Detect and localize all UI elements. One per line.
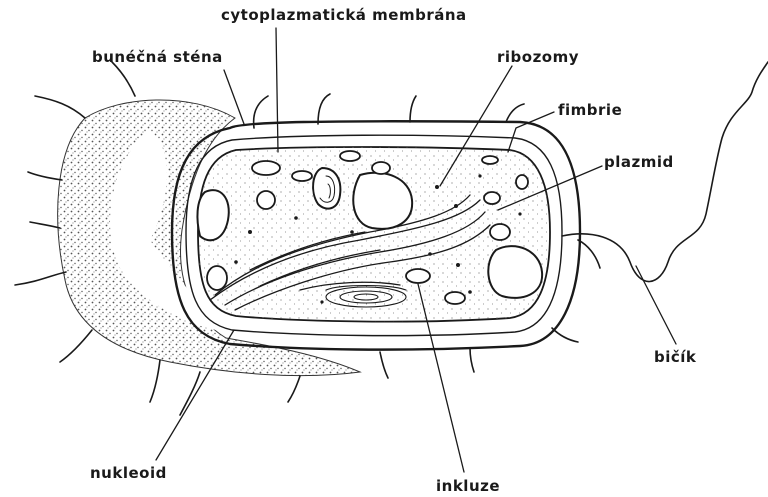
pointer-cyto bbox=[276, 28, 278, 152]
flagellum bbox=[562, 62, 768, 282]
pointer-bicik bbox=[636, 266, 676, 344]
label-inclusions: inkluze bbox=[436, 477, 500, 495]
label-cell-wall: bunéčná sténa bbox=[92, 48, 223, 66]
label-plasmid: plazmid bbox=[604, 153, 674, 171]
label-ribosomes: ribozomy bbox=[497, 48, 579, 66]
label-cytoplasmic-membrane: cytoplazmatická membrána bbox=[221, 6, 467, 24]
label-fimbriae: fimbrie bbox=[558, 101, 622, 119]
label-nucleoid: nukleoid bbox=[90, 464, 167, 482]
label-flagellum: bičík bbox=[654, 348, 696, 366]
